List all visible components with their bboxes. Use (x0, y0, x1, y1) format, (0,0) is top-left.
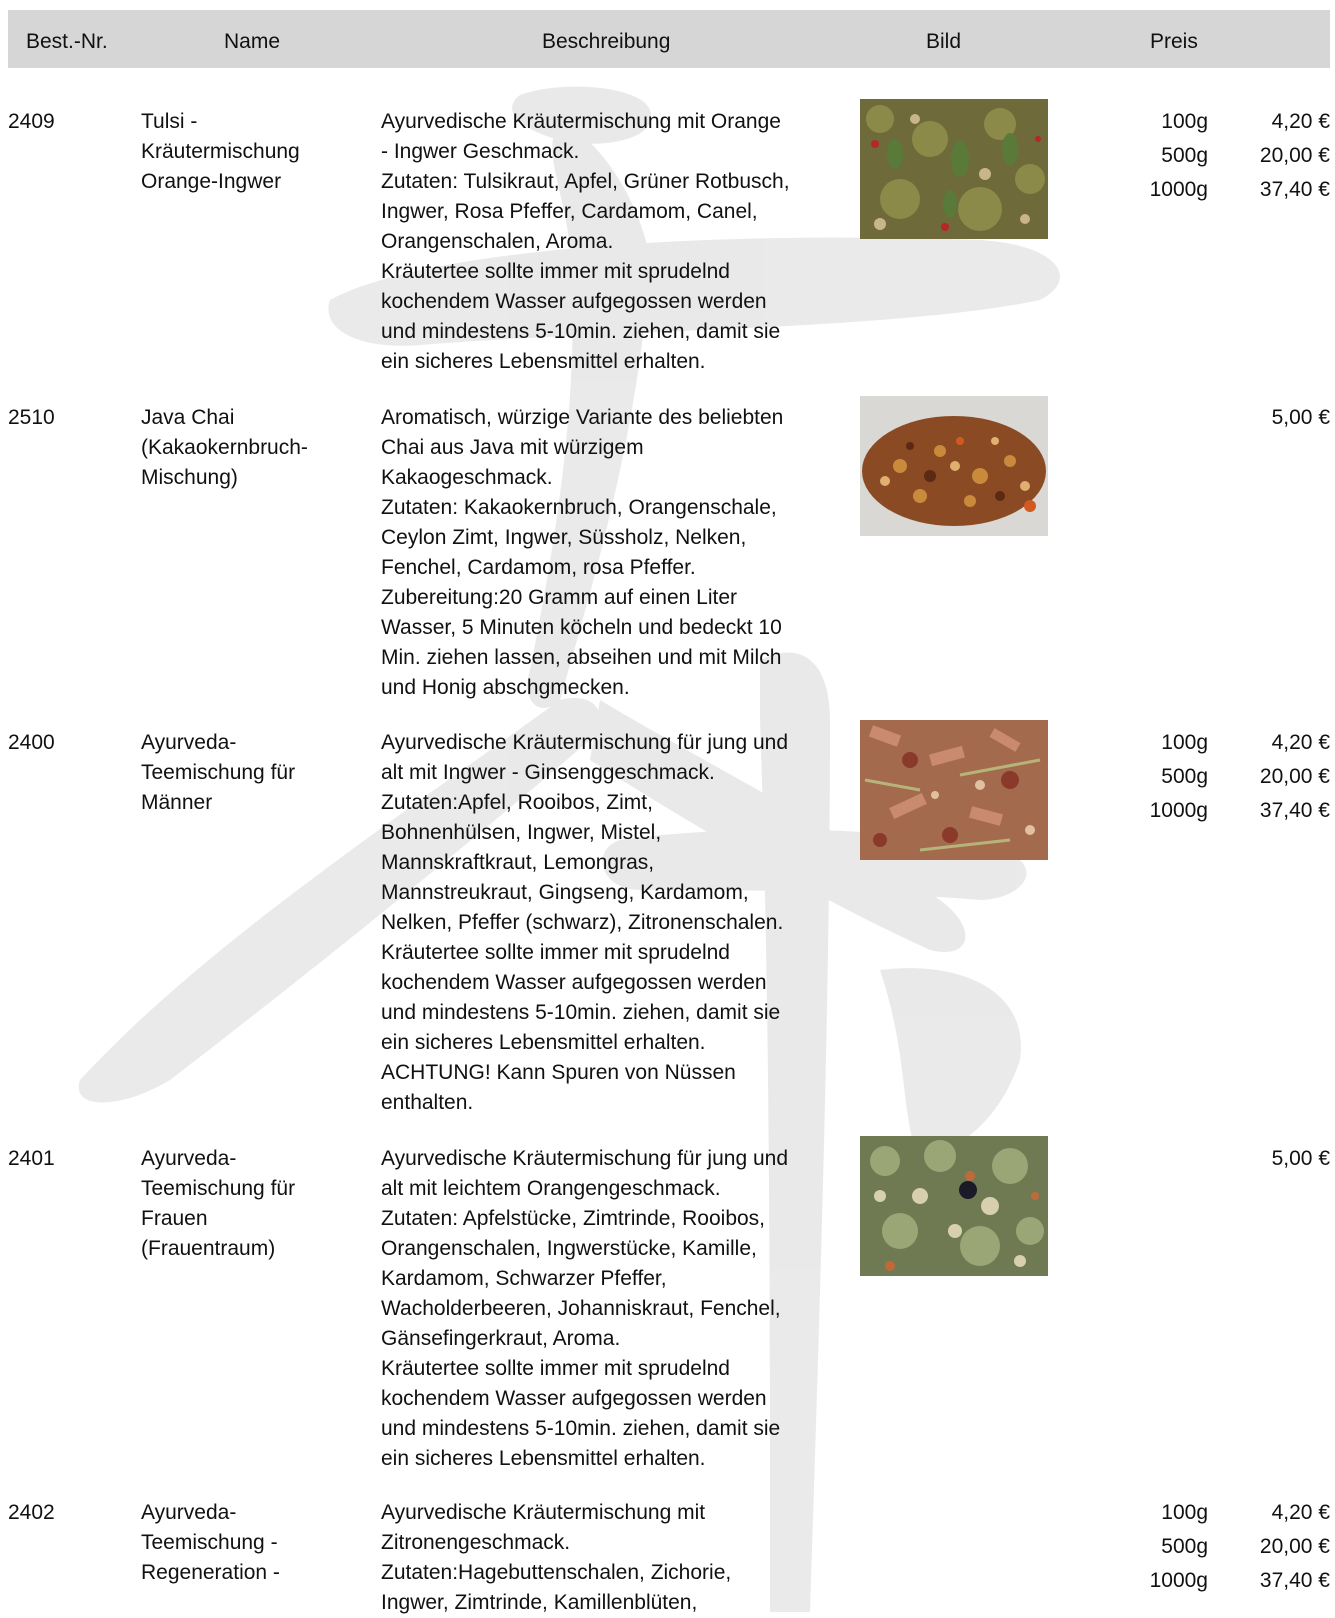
product-name: Ayurveda- Teemischung für Frauen (Frauen… (141, 1147, 296, 1260)
price-amount: 5,00 € (1271, 406, 1330, 429)
price-amount: 37,40 € (1259, 178, 1330, 201)
price-amount: 20,00 € (1259, 765, 1330, 788)
product-image[interactable] (860, 99, 1048, 239)
price-option: 100g 4,20 € (1100, 728, 1330, 762)
order-number: 2510 (8, 406, 55, 429)
price-list: 100g 4,20 € 500g 20,00 € 1000g 37,40 € (1100, 1498, 1330, 1600)
header-price: Preis (1150, 30, 1198, 53)
price-list: 100g 4,20 € 500g 20,00 € 1000g 37,40 € (1100, 107, 1330, 209)
price-amount: 4,20 € (1271, 110, 1330, 133)
price-weight: 1000g (1149, 1569, 1208, 1592)
price-option: 1000g 37,40 € (1100, 175, 1330, 209)
price-weight: 100g (1161, 1501, 1208, 1524)
order-number: 2402 (8, 1501, 55, 1524)
product-name: Java Chai (Kakaokernbruch- Mischung) (141, 406, 308, 489)
product-image[interactable] (860, 720, 1048, 860)
price-amount: 20,00 € (1259, 1535, 1330, 1558)
price-weight: 500g (1161, 144, 1208, 167)
product-description: Ayurvedische Kräutermischung mit Zitrone… (381, 1501, 732, 1614)
price-weight: 500g (1161, 765, 1208, 788)
product-description: Aromatisch, würzige Variante des beliebt… (381, 406, 784, 699)
price-amount: 4,20 € (1271, 731, 1330, 754)
price-weight: 100g (1161, 731, 1208, 754)
price-option: 100g 4,20 € (1100, 1498, 1330, 1532)
price-option: 500g 20,00 € (1100, 762, 1330, 796)
product-image[interactable] (860, 1136, 1048, 1276)
price-amount: 5,00 € (1271, 1147, 1330, 1170)
order-number: 2401 (8, 1147, 55, 1170)
order-number: 2400 (8, 731, 55, 754)
header-description: Beschreibung (542, 30, 671, 53)
header-image: Bild (926, 30, 962, 53)
product-name: Ayurveda- Teemischung für Männer (141, 731, 296, 814)
product-image[interactable] (860, 396, 1048, 536)
price-weight: 100g (1161, 110, 1208, 133)
price-amount: 4,20 € (1271, 1501, 1330, 1524)
price-option: 500g 20,00 € (1100, 1532, 1330, 1566)
product-description: Ayurvedische Kräutermischung für jung un… (381, 731, 789, 1114)
table-header: Best.-Nr. Name Beschreibung Bild Preis (8, 10, 1330, 68)
price-weight: 500g (1161, 1535, 1208, 1558)
header-order-number: Best.-Nr. (26, 30, 108, 53)
price-option: 100g 4,20 € (1100, 107, 1330, 141)
product-description: Ayurvedische Kräutermischung für jung un… (381, 1147, 789, 1470)
price-option: 1000g 37,40 € (1100, 796, 1330, 830)
price-amount: 20,00 € (1259, 144, 1330, 167)
product-name: Ayurveda- Teemischung - Regeneration - (141, 1501, 280, 1584)
price-weight: 1000g (1149, 799, 1208, 822)
header-name: Name (224, 30, 281, 53)
product-description: Ayurvedische Kräutermischung mit Orange … (381, 110, 790, 373)
price-amount: 37,40 € (1259, 1569, 1330, 1592)
price-list: 100g 4,20 € 500g 20,00 € 1000g 37,40 € (1100, 728, 1330, 830)
order-number: 2409 (8, 110, 55, 133)
product-name: Tulsi - Kräutermischung Orange-Ingwer (141, 110, 300, 193)
price-amount: 37,40 € (1259, 799, 1330, 822)
price-option: 500g 20,00 € (1100, 141, 1330, 175)
price-weight: 1000g (1149, 178, 1208, 201)
price-option: 1000g 37,40 € (1100, 1566, 1330, 1600)
